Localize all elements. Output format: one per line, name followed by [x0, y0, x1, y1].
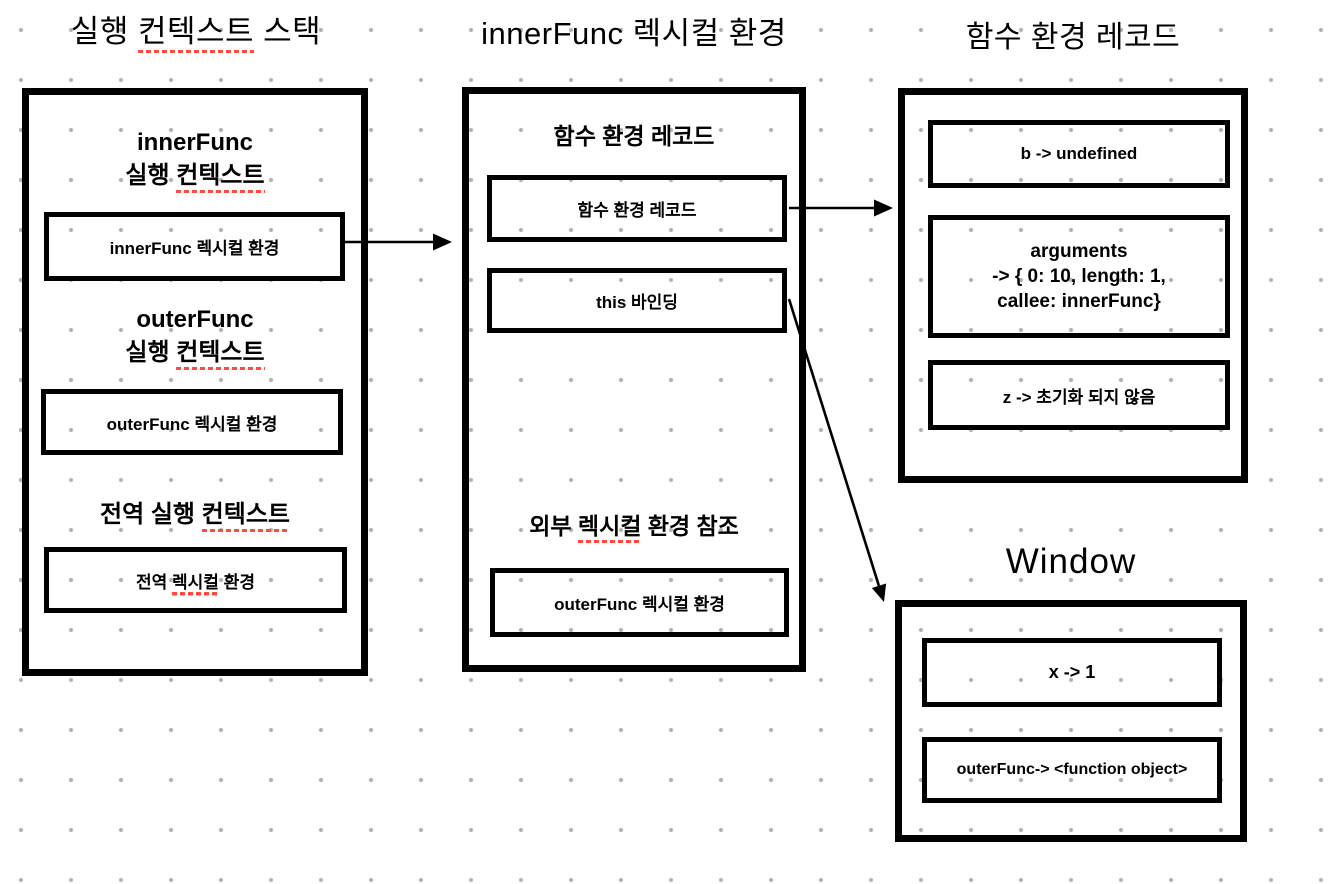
panel-execution-context-stack: innerFunc 실행 컨텍스트 innerFunc 렉시컬 환경 outer… — [22, 88, 368, 676]
heading-line2: 실행 컨텍스트 — [29, 159, 361, 193]
title-function-env-record: 함수 환경 레코드 — [965, 21, 1181, 54]
box-label-misspelled: 렉시컬 — [172, 572, 219, 596]
heading-misspelled: 컨텍스트 — [176, 162, 265, 193]
heading-function-env-record: 함수 환경 레코드 — [553, 123, 715, 149]
heading-pre: 실행 — [125, 162, 177, 189]
heading-outerfunc-execution-context: outerFunc 실행 컨텍스트 — [29, 303, 361, 370]
box-label: 함수 환경 레코드 — [577, 201, 697, 220]
box-function-env-record: 함수 환경 레코드 — [487, 175, 787, 242]
box-b-undefined: b -> undefined — [928, 120, 1230, 188]
heading-misspelled: 컨텍스트 — [201, 501, 290, 532]
box-label: outerFunc 렉시컬 환경 — [554, 595, 725, 614]
box-label-pre: 전역 — [136, 572, 173, 592]
box-label: outerFunc-> <function object> — [956, 761, 1188, 778]
heading-outer-lexical-env-ref: 외부 렉시컬 환경 참조 — [469, 510, 799, 543]
title-stack-pre: 실행 — [70, 14, 138, 49]
heading-misspelled: 렉시컬 — [577, 513, 642, 543]
box-arguments: arguments -> { 0: 10, length: 1, callee:… — [928, 215, 1230, 338]
heading-pre: 실행 — [125, 339, 177, 366]
arguments-line3: callee: innerFunc} — [997, 291, 1161, 312]
heading-misspelled: 컨텍스트 — [176, 339, 265, 370]
heading-pre: 전역 실행 — [100, 501, 202, 528]
box-z-uninitialized: z -> 초기화 되지 않음 — [928, 360, 1230, 430]
arguments-line1: arguments — [1030, 241, 1128, 262]
box-label: x -> 1 — [1048, 662, 1096, 682]
box-this-binding: this 바인딩 — [487, 268, 787, 333]
heading-line1: innerFunc — [136, 129, 253, 156]
box-outerfunc-function-object: outerFunc-> <function object> — [922, 737, 1222, 803]
box-label: this 바인딩 — [596, 293, 678, 312]
title-stack-misspelled: 컨텍스트 — [137, 14, 255, 53]
heading-line1: outerFunc — [136, 306, 254, 333]
box-innerfunc-lexical-env: innerFunc 렉시컬 환경 — [44, 212, 345, 281]
title-execution-context-stack: 실행 컨텍스트 스택 — [21, 10, 371, 54]
box-label: arguments -> { 0: 10, length: 1, callee:… — [992, 239, 1166, 314]
box-label: z -> 초기화 되지 않음 — [1002, 387, 1156, 407]
heading-post: 환경 참조 — [641, 513, 739, 539]
box-label: outerFunc 렉시컬 환경 — [106, 414, 278, 434]
box-outerfunc-lexical-env: outerFunc 렉시컬 환경 — [41, 389, 343, 455]
heading-pre: 외부 — [529, 513, 578, 539]
box-label: 전역 렉시컬 환경 — [136, 568, 255, 596]
heading-line2: 실행 컨텍스트 — [29, 336, 361, 370]
box-x-value: x -> 1 — [922, 638, 1222, 707]
panel-innerfunc-lexical-env: 함수 환경 레코드 함수 환경 레코드 this 바인딩 외부 렉시컬 환경 참… — [462, 87, 806, 672]
arguments-line2: -> { 0: 10, length: 1, — [992, 266, 1166, 287]
heading-innerfunc-execution-context: innerFunc 실행 컨텍스트 — [29, 126, 361, 193]
panel-function-env-record: b -> undefined arguments -> { 0: 10, len… — [898, 88, 1248, 483]
title-window: Window — [1005, 542, 1137, 581]
box-outerfunc-lexical-env-ref: outerFunc 렉시컬 환경 — [490, 568, 789, 637]
box-label-post: 환경 — [218, 572, 255, 592]
title-stack-post: 스택 — [254, 14, 322, 49]
box-label: innerFunc 렉시컬 환경 — [109, 239, 280, 258]
box-global-lexical-env: 전역 렉시컬 환경 — [44, 547, 347, 613]
box-label: b -> undefined — [1020, 144, 1138, 163]
panel-window: x -> 1 outerFunc-> <function object> — [895, 600, 1247, 842]
heading-global-execution-context: 전역 실행 컨텍스트 — [29, 498, 361, 532]
title-innerfunc-lexical-env: innerFunc 렉시컬 환경 — [481, 16, 787, 51]
